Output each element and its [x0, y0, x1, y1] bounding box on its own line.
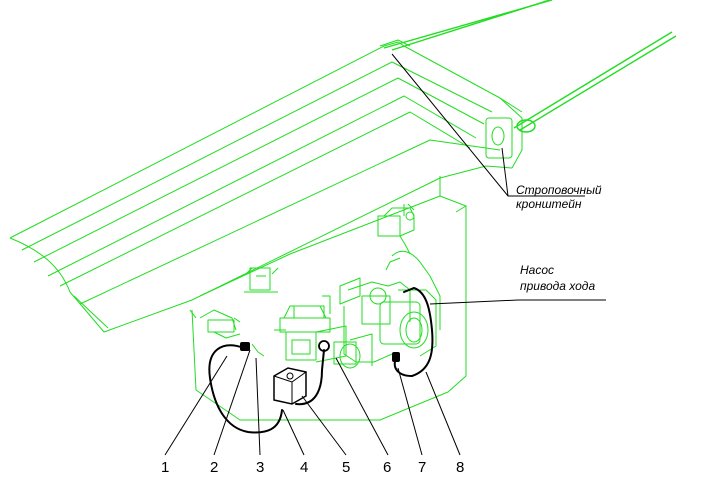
label-pump-line2: привода хода	[520, 279, 595, 293]
machine-body	[189, 176, 467, 421]
callout-labels: Строповочный кронштейн Насос привода ход…	[516, 183, 602, 293]
part-number-2: 2	[210, 459, 218, 476]
label-bracket-line1: Строповочный	[516, 183, 602, 197]
sensor-box	[273, 367, 307, 405]
part-number-3: 3	[256, 459, 264, 476]
cables	[208, 286, 434, 434]
part-number-8: 8	[456, 459, 464, 476]
part-number-7: 7	[418, 459, 426, 476]
part-number-1: 1	[161, 459, 169, 476]
control-valve	[274, 295, 361, 369]
part-number-4: 4	[300, 459, 308, 476]
travel-pump	[339, 250, 441, 366]
part-number-5: 5	[342, 459, 350, 476]
left-valve	[199, 309, 265, 357]
part-numbers: 1 2 3 4 5 6 7 8	[161, 459, 464, 476]
callout-leaders	[164, 53, 606, 456]
sling-ropes	[383, 0, 677, 133]
boom-frame	[9, 39, 523, 333]
label-bracket-line2: кронштейн	[516, 197, 582, 211]
small-bracket	[244, 267, 279, 293]
label-pump-line1: Насос	[520, 263, 554, 277]
part-number-6: 6	[383, 459, 391, 476]
top-valve	[377, 203, 415, 255]
